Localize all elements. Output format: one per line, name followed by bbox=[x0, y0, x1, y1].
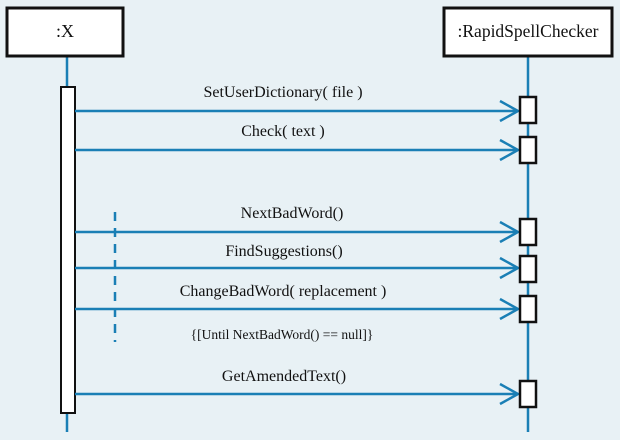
activation-box-find-suggestions bbox=[518, 254, 538, 284]
message-label: FindSuggestions() bbox=[225, 243, 342, 260]
message-change-bad-word: ChangeBadWord( replacement ) bbox=[75, 283, 521, 321]
message-get-amended-text: GetAmendedText() bbox=[75, 368, 521, 406]
participant-x: :X bbox=[5, 6, 125, 58]
activation-box-next-bad-word bbox=[518, 217, 538, 247]
message-label: SetUserDictionary( file ) bbox=[203, 84, 362, 101]
activation-bar-x bbox=[60, 86, 76, 414]
message-check: Check( text ) bbox=[75, 123, 521, 162]
activation-box-set-user-dictionary bbox=[518, 95, 538, 125]
message-label: Check( text ) bbox=[241, 123, 325, 140]
message-set-user-dictionary: SetUserDictionary( file ) bbox=[75, 84, 521, 123]
participant-rapidspellchecker: :RapidSpellChecker bbox=[442, 6, 614, 58]
message-find-suggestions: FindSuggestions() bbox=[75, 243, 521, 280]
message-label: GetAmendedText() bbox=[222, 368, 346, 385]
message-label: NextBadWord() bbox=[241, 205, 344, 222]
message-label: ChangeBadWord( replacement ) bbox=[180, 283, 387, 300]
message-next-bad-word: NextBadWord() bbox=[75, 205, 521, 244]
activation-box-check bbox=[518, 135, 538, 165]
activation-box-get-amended-text bbox=[518, 379, 538, 409]
participant-x-label: :X bbox=[56, 21, 74, 41]
loop-condition-label: {[Until NextBadWord() == null]} bbox=[191, 327, 374, 342]
activation-box-change-bad-word bbox=[518, 294, 538, 324]
participant-rapidspellchecker-label: :RapidSpellChecker bbox=[458, 21, 599, 41]
